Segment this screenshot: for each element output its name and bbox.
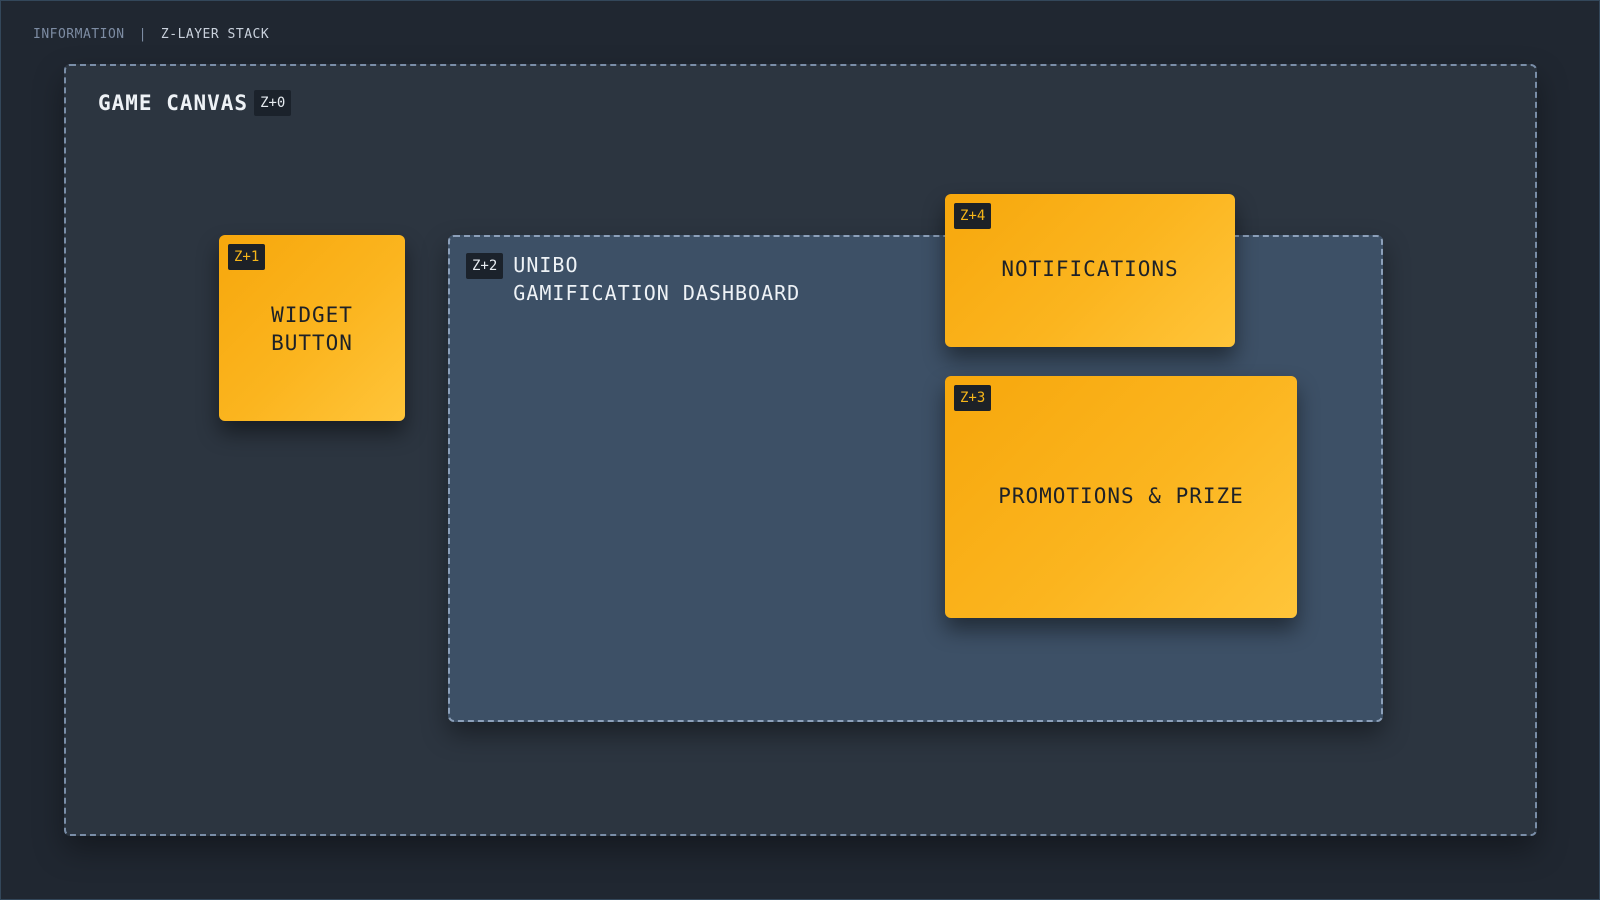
widget-button-label-line1: WIDGET — [271, 303, 353, 327]
promotions-z-badge: Z+3 — [954, 385, 992, 411]
promotions-prize-layer[interactable]: Z+3 PROMOTIONS & PRIZE — [945, 376, 1297, 618]
widget-button-label: WIDGET BUTTON — [219, 301, 405, 357]
breadcrumb-section[interactable]: INFORMATION — [33, 27, 125, 42]
promotions-label: PROMOTIONS & PRIZE — [945, 482, 1297, 510]
widget-button-layer[interactable]: Z+1 WIDGET BUTTON — [219, 235, 405, 421]
breadcrumb-separator: | — [138, 27, 147, 42]
dashboard-header: Z+2 UNIBO GAMIFICATION DASHBOARD — [466, 253, 800, 307]
breadcrumb: INFORMATION | Z-LAYER STACK — [33, 27, 269, 42]
game-canvas-z-badge: Z+0 — [254, 90, 292, 116]
notifications-layer[interactable]: Z+4 NOTIFICATIONS — [945, 194, 1235, 347]
notifications-label: NOTIFICATIONS — [945, 255, 1235, 283]
notifications-label-text: NOTIFICATIONS — [1001, 257, 1179, 281]
widget-button-label-line2: BUTTON — [271, 331, 353, 355]
widget-button-z-badge: Z+1 — [228, 244, 266, 270]
dashboard-title-line1: UNIBO — [513, 253, 579, 277]
notifications-z-badge: Z+4 — [954, 203, 992, 229]
game-canvas-title: GAME CANVAS — [98, 91, 249, 115]
game-canvas-header: GAME CANVAS Z+0 — [98, 90, 292, 116]
promotions-label-text: PROMOTIONS & PRIZE — [998, 484, 1244, 508]
dashboard-title-line2: GAMIFICATION DASHBOARD — [513, 281, 801, 305]
dashboard-title: UNIBO GAMIFICATION DASHBOARD — [513, 251, 800, 307]
breadcrumb-current: Z-LAYER STACK — [160, 27, 270, 42]
dashboard-z-badge: Z+2 — [466, 253, 504, 279]
